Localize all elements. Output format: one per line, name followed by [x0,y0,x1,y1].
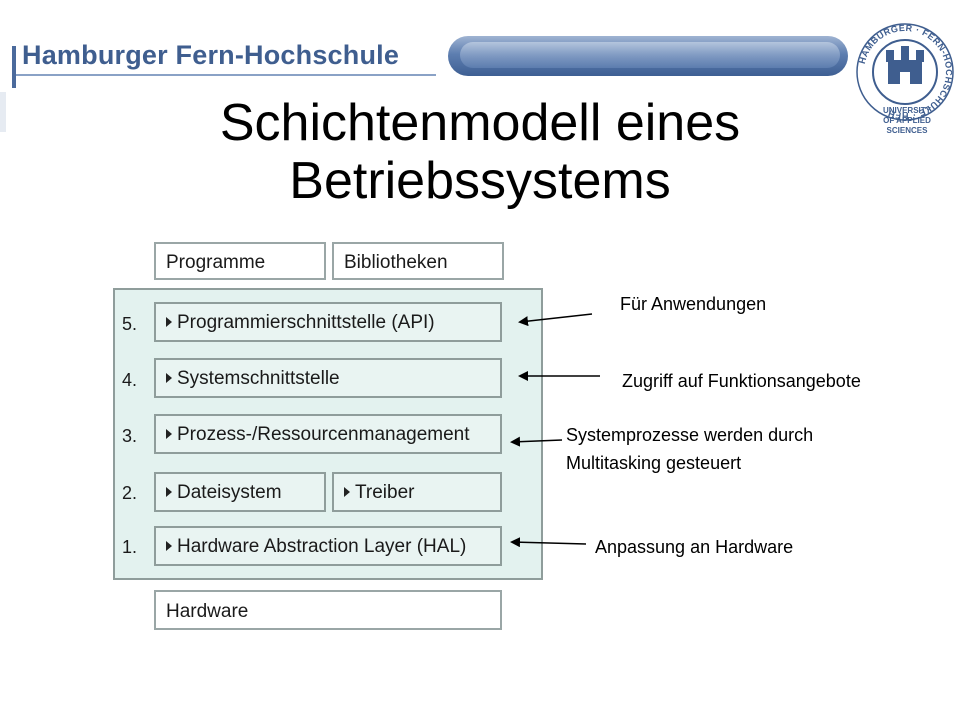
logo-caption-applied-sciences: OF APPLIED SCIENCES [883,116,931,135]
layer-3-label: Prozess-/Ressourcenmanagement [177,424,470,445]
annotation-anpassung-hardware: Anpassung an Hardware [595,537,794,557]
triangle-right-icon [166,428,172,439]
annotation-fuer-anwendungen: Für Anwendungen [620,294,767,314]
layer-5-label: Programmierschnittstelle (API) [177,312,435,333]
layer-2-label-treiber: Treiber [355,482,415,503]
annotation-zugriff: Zugriff auf Funktionsangebote [622,371,861,391]
brand-underline [16,74,436,76]
layer-2-number: 2. [122,483,138,503]
triangle-right-icon [166,486,172,497]
slide-title: Schichtenmodell eines Betriebssystems [219,94,741,210]
triangle-right-icon [166,540,172,551]
layer-1-label: Hardware Abstraction Layer (HAL) [177,536,467,557]
header-branding: Hamburger Fern-Hochschule HAMBURGER · FE… [0,0,960,140]
triangle-right-icon [344,486,350,497]
layer-2-dateisystem: Dateisystem [154,472,326,512]
layer-5-api: Programmierschnittstelle (API) [154,302,502,342]
layer-4-label: Systemschnittstelle [177,368,340,389]
annotation-systemprozesse-1: Systemprozesse werden durch [566,425,814,445]
layer-4-number: 4. [122,370,138,390]
box-bibliotheken: Bibliotheken [332,242,504,280]
layer-1-hal: Hardware Abstraction Layer (HAL) [154,526,502,566]
triangle-right-icon [166,372,172,383]
layer-5-number: 5. [122,314,138,334]
layer-3-number: 3. [122,426,138,446]
castle-icon [886,46,924,84]
layer-2-treiber: Treiber [332,472,502,512]
layer-3-ressourcenmanagement: Prozess-/Ressourcenmanagement [154,414,502,454]
layer-2-label-dateisystem: Dateisystem [177,482,282,503]
layer-1-number: 1. [122,537,138,557]
triangle-right-icon [166,316,172,327]
box-hardware: Hardware [154,590,502,630]
layer-4-systemschnittstelle: Systemschnittstelle [154,358,502,398]
box-programme-label: Programme [166,252,266,273]
box-bibliotheken-label: Bibliotheken [344,252,448,273]
logo-caption-university: UNIVERSITY [882,106,931,115]
brand-swoosh-highlight [460,42,840,68]
box-programme: Programme [154,242,326,280]
brand-name: Hamburger Fern-Hochschule [22,40,400,70]
annotation-systemprozesse-2: Multitasking gesteuert [566,453,742,473]
brand-accent-line [12,46,16,88]
logo-outer-ring [856,23,954,121]
hfh-logo: HAMBURGER · FERN-HOCHSCHULE · HFH UNIVER… [850,10,960,135]
box-hardware-label: Hardware [166,601,249,622]
brand-accent-strip [0,92,6,132]
